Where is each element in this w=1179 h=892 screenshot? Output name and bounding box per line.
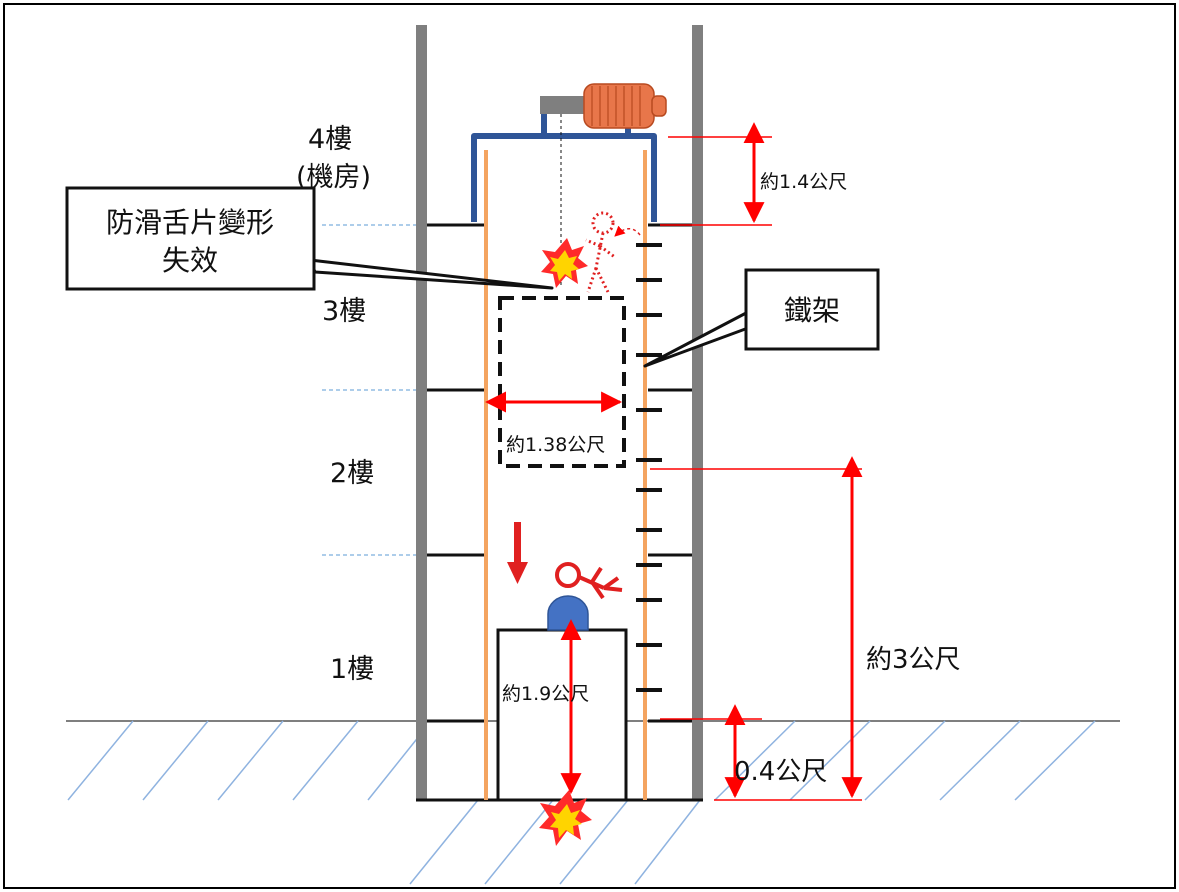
worker-falling-icon [555, 562, 623, 600]
motion-arrow-icon [614, 225, 641, 237]
falling-arrow-icon [507, 522, 528, 584]
steel-frame-rungs [636, 243, 662, 692]
dim-car-height: 約1.9公尺 [502, 683, 589, 705]
frame-callout-label: 鐵架 [784, 294, 840, 327]
failure-callout: 防滑舌片變形 失效 [65, 186, 554, 291]
dimension-lines [485, 122, 863, 801]
outer-border [3, 3, 1176, 889]
warning-light-icon [547, 595, 589, 631]
failure-callout-line1: 防滑舌片變形 [106, 206, 274, 239]
motor-icon [540, 83, 667, 129]
floor-label-3: 3樓 [322, 296, 366, 327]
dim-top-height: 約1.4公尺 [760, 171, 847, 193]
machine-frame [471, 114, 657, 222]
failure-callout-line2: 失效 [162, 244, 218, 277]
dim-fall-height: 約3公尺 [866, 645, 961, 675]
guide-rails [484, 150, 647, 800]
floor-label-1: 1樓 [330, 654, 374, 685]
platform-original-position [498, 296, 626, 468]
floor-label-2: 2樓 [330, 458, 374, 489]
failure-burst-icon [541, 238, 588, 288]
shaft-walls [416, 25, 703, 800]
floor-label-4: 4樓 [308, 124, 352, 155]
impact-burst-icon [539, 790, 592, 846]
dim-platform-width: 約1.38公尺 [506, 434, 605, 456]
worker-original-icon [585, 211, 617, 293]
floor-level-indicators [322, 224, 416, 556]
frame-callout: 鐵架 [643, 268, 880, 368]
dim-pit-depth: 0.4公尺 [734, 757, 827, 787]
